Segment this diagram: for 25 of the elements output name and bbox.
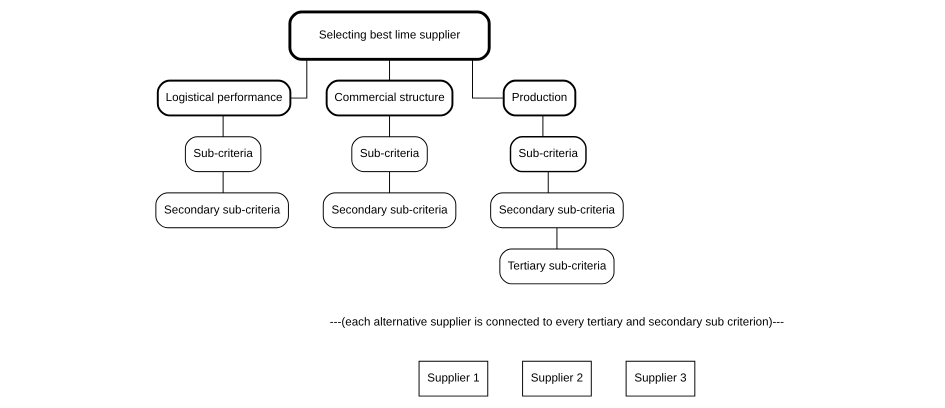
node-box: Sub-criteria: [509, 136, 586, 172]
node-box: Selecting best lime supplier: [288, 10, 490, 61]
node-box: Supplier 2: [522, 360, 592, 397]
node-box: Secondary sub-criteria: [154, 192, 288, 228]
node-box: Secondary sub-criteria: [322, 192, 456, 228]
connector: [542, 115, 543, 138]
connector: [472, 59, 504, 99]
connector: [290, 59, 307, 99]
label: ---(each alternative supplier is connected to every tertiary and secondary sub criterion)---: [329, 316, 784, 329]
connector: [388, 171, 390, 194]
connector: [388, 115, 390, 138]
connector: [222, 171, 224, 194]
node-box: Production: [502, 80, 576, 116]
node-box: Tertiary sub-criteria: [498, 248, 614, 284]
connector: [547, 171, 548, 194]
node-box: Sub-criteria: [350, 136, 428, 172]
node-box: Commercial structure: [325, 80, 453, 116]
node-box: Secondary sub-criteria: [490, 192, 624, 228]
connector: [388, 59, 390, 81]
node-box: Logistical performance: [156, 80, 291, 116]
node-box: Sub-criteria: [184, 136, 261, 172]
node-box: Supplier 1: [418, 360, 488, 397]
connector: [556, 227, 557, 250]
connector: [222, 115, 224, 138]
node-box: Supplier 3: [625, 360, 695, 397]
